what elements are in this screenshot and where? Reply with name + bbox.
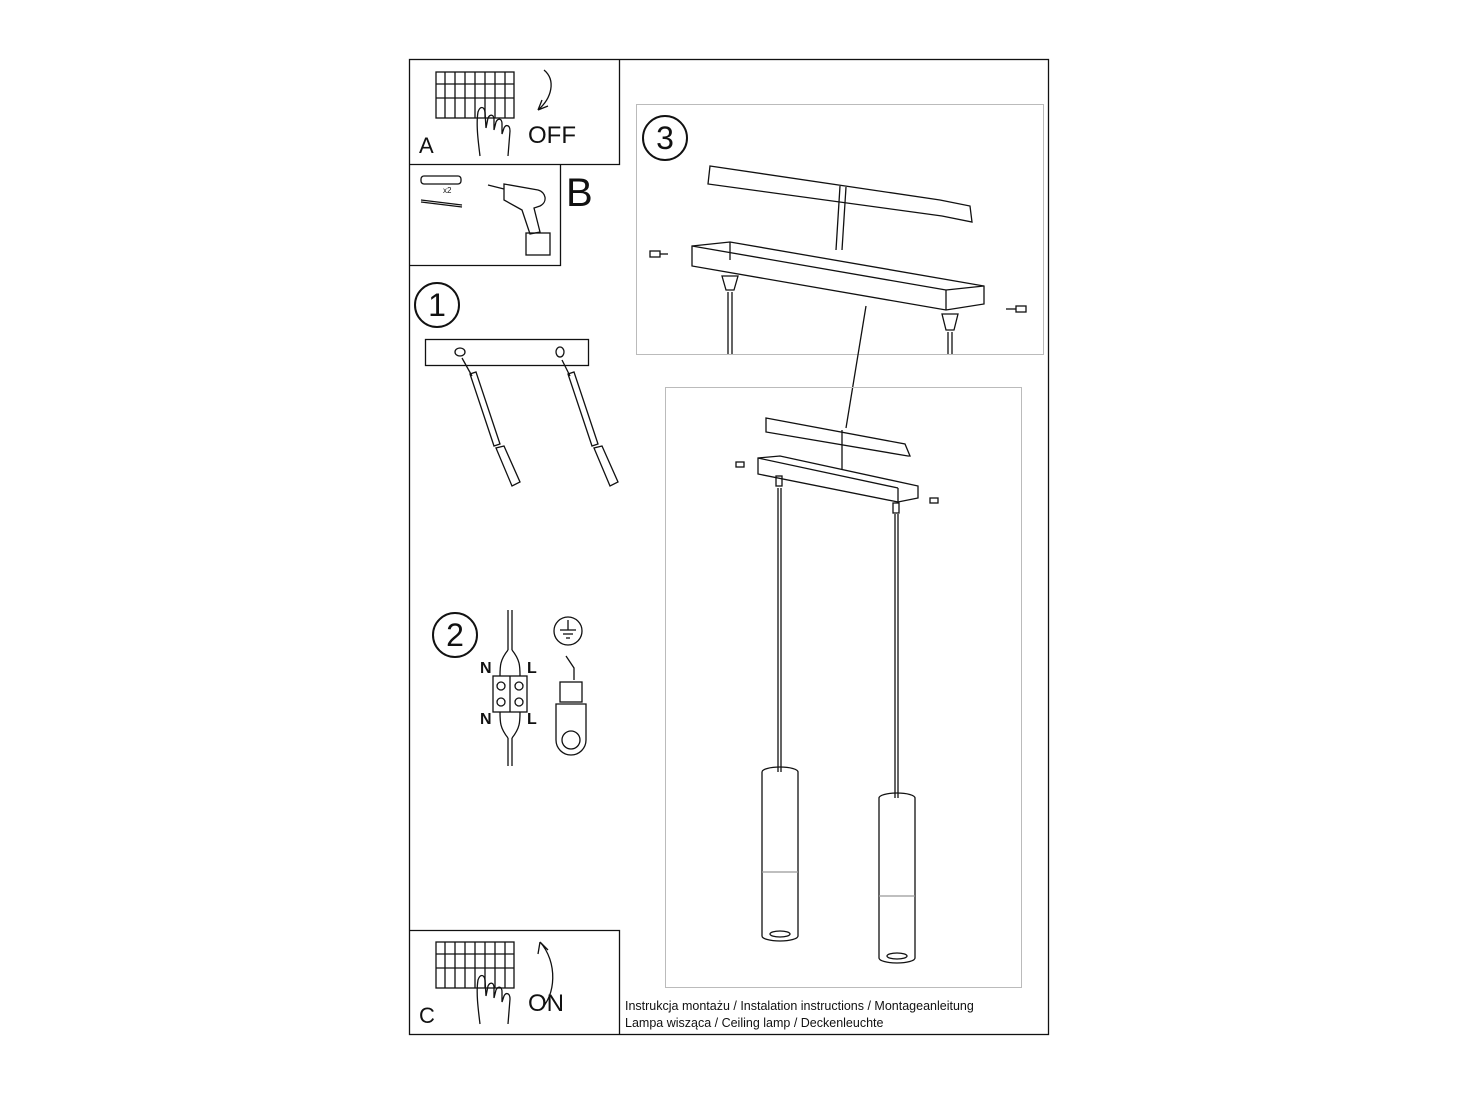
panel-b-frame <box>409 164 562 267</box>
detail-leader-line <box>845 305 867 429</box>
wire-neutral-top: N <box>480 660 492 677</box>
step-2-number: 2 <box>432 612 478 658</box>
caption-line-1: Instrukcja montażu / Instalation instruc… <box>625 999 974 1013</box>
mount-hole-right <box>555 346 565 358</box>
panel-b-multiplier: x2 <box>443 186 452 195</box>
caption-line-2: Lampa wisząca / Ceiling lamp / Deckenleu… <box>625 1016 884 1030</box>
wire-live-bottom: L <box>527 711 537 728</box>
ceiling-canopy <box>735 417 939 514</box>
step-1-number: 1 <box>414 282 460 328</box>
panel-b-letter: B <box>566 171 593 215</box>
terminal-block <box>492 610 528 766</box>
page-frame <box>408 58 1050 1036</box>
panel-c-letter: C <box>419 1003 435 1028</box>
wire-neutral-bottom: N <box>480 711 492 728</box>
wire-live-top: L <box>527 660 537 677</box>
detail-frame-top <box>636 104 1044 355</box>
panel-a-off-label: OFF <box>528 122 576 149</box>
pendant-cables <box>777 488 899 798</box>
mounting-plate-step1 <box>424 338 590 367</box>
step-3-number: 3 <box>642 115 688 161</box>
screw-and-plug-right <box>561 359 619 487</box>
screw-and-plug-left <box>461 357 521 487</box>
switch-off-arrow-icon <box>537 69 552 111</box>
wall-plug-screw-icon <box>420 175 463 208</box>
ceiling-bracket-detail <box>649 165 1027 354</box>
panel-a-frame <box>409 59 621 166</box>
fuse-box-on-icon <box>435 941 515 1025</box>
pendant-lamp-right <box>878 792 916 964</box>
panel-a-letter: A <box>419 133 434 158</box>
drill-icon <box>487 183 551 256</box>
ground-terminal <box>553 616 587 756</box>
fuse-box-off-icon <box>435 71 515 157</box>
panel-c-frame <box>409 929 621 1035</box>
mount-hole-left <box>454 347 466 357</box>
panel-c-on-label: ON <box>528 990 564 1017</box>
detail-frame-bottom <box>665 387 1022 988</box>
switch-on-arrow-icon <box>537 941 554 1011</box>
pendant-lamp-left <box>761 766 799 942</box>
